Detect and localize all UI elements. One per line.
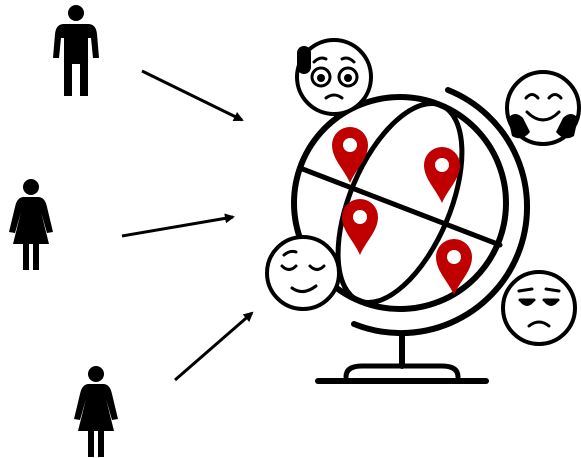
arrow (175, 313, 252, 380)
person-male-icon (53, 5, 99, 96)
location-pin-icon (342, 199, 378, 255)
arrow (142, 71, 242, 120)
unamused-face-icon (503, 272, 575, 344)
relieved-face-icon (267, 237, 339, 309)
globe-on-stand-icon (294, 86, 527, 381)
hugging-face-icon (507, 72, 579, 144)
person-female-icon (74, 366, 118, 457)
person-female-icon (9, 179, 53, 270)
location-pin-icon (332, 127, 368, 183)
arrow (122, 217, 233, 236)
pleading-face-icon (297, 40, 371, 114)
